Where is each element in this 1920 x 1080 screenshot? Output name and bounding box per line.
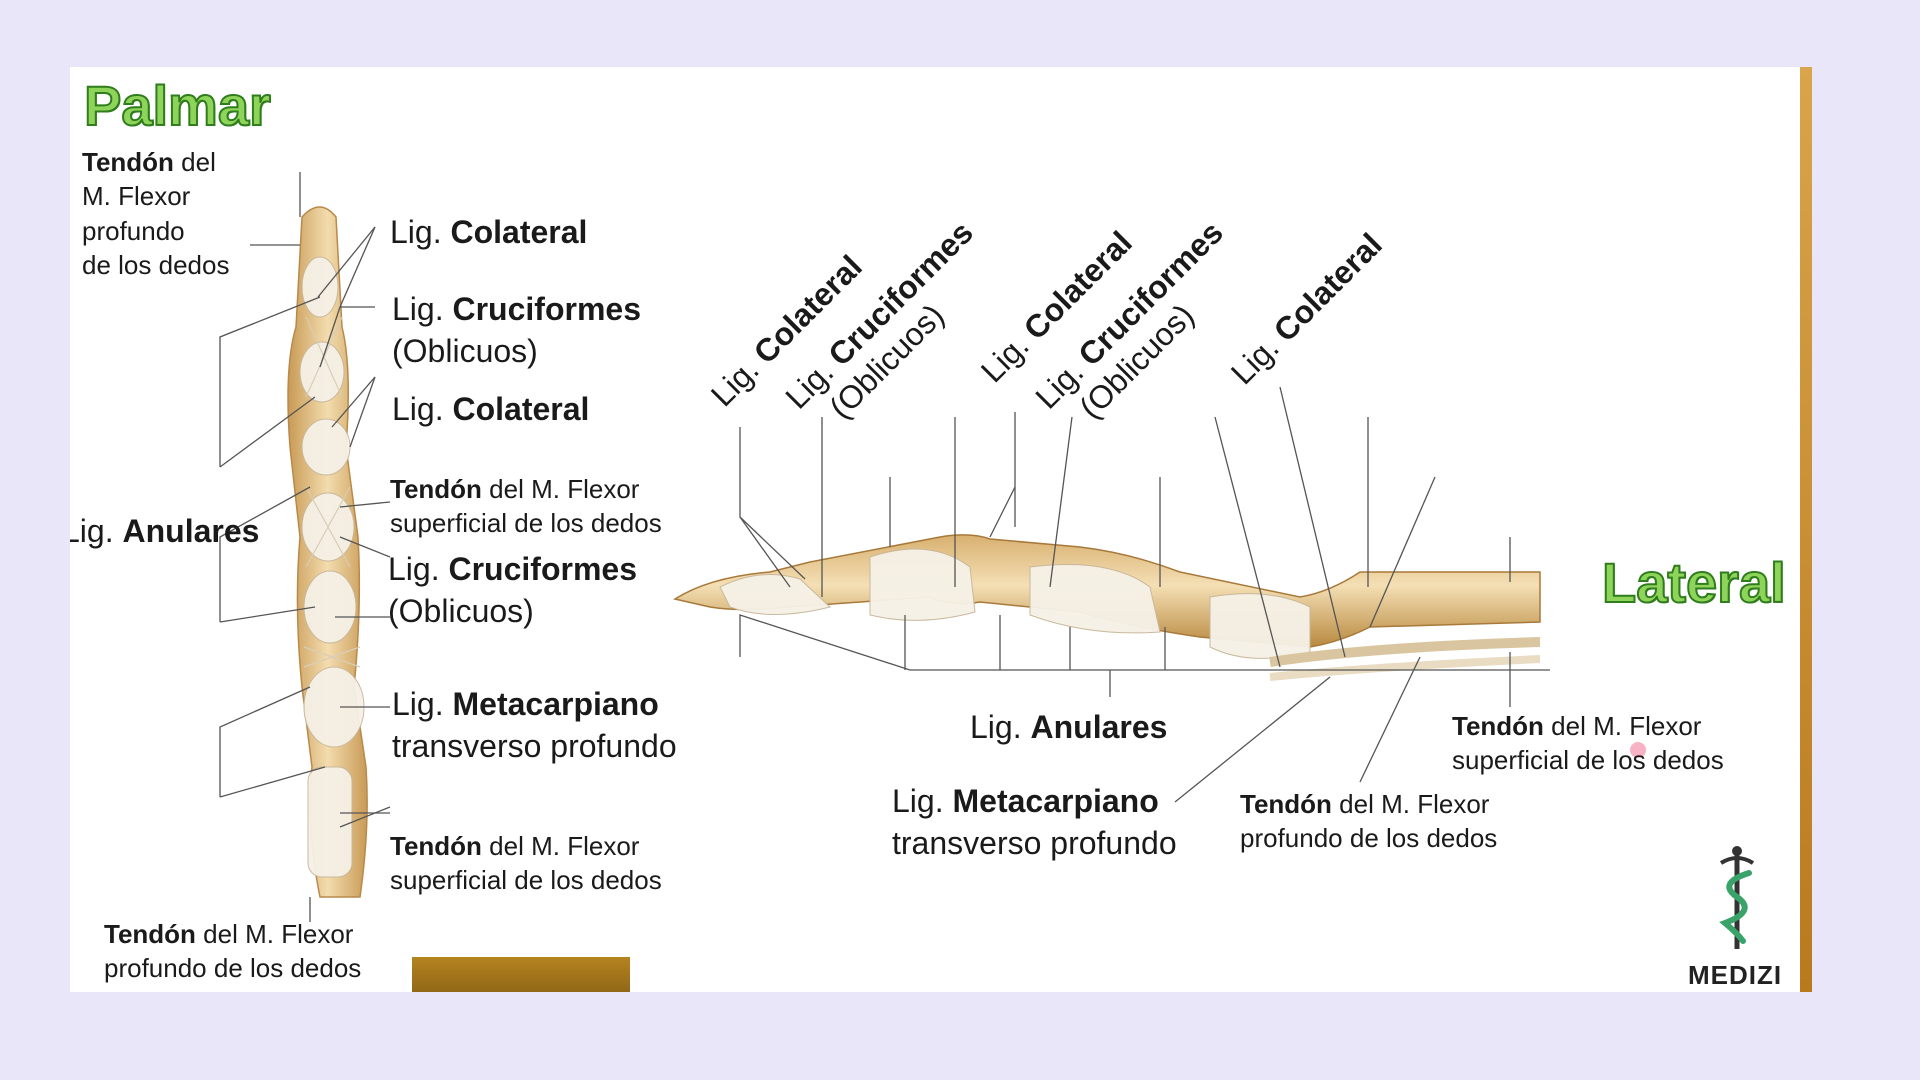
palmar-leader-lines [219,172,391,922]
label-colateral-2: Lig. Colateral [392,391,590,427]
label-tendon-profundo-bottom: Tendón del M. Flexor profundo de los ded… [104,919,362,984]
label-tendon-superficial-2: Tendón del M. Flexor superficial de los … [390,831,662,896]
accent-bar-right [1800,67,1812,992]
label-lateral-tendon-profundo: Tendón del M. Flexor profundo de los ded… [1240,789,1498,854]
label-anulares-palmar: Lig. Anulares [70,513,260,549]
palmar-title: Palmar [83,73,272,138]
palmar-finger [287,206,368,898]
medizi-logo-text: MEDIZI [1688,960,1783,990]
label-tendon-superficial-1: Tendón del M. Flexor superficial de los … [390,474,662,539]
label-lateral-anulares: Lig. Anulares [970,709,1168,745]
label-lateral-tendon-superficial: Tendón del M. Flexor superficial de los … [1452,711,1724,776]
lateral-leader-lines [739,386,1550,803]
label-cruciformes-1: Lig. Cruciformes (Oblicuos) [392,291,641,369]
label-cruciformes-2: Lig. Cruciformes (Oblicuos) [388,551,637,629]
decorative-bar [412,957,630,992]
finger-anatomy-illustration [219,172,1646,922]
lateral-finger [673,534,1541,681]
label-tendon-profundo-top: Tendón del M. Flexor profundo de los ded… [82,147,230,280]
pointer-marker [1630,742,1646,758]
label-lateral-metacarpiano: Lig. Metacarpiano transverso profundo [892,783,1177,861]
caduceus-icon [1719,846,1755,949]
slide-canvas: Palmar Lateral Tendón del M. Flexor prof… [70,67,1812,992]
label-colateral-1: Lig. Colateral [390,214,588,250]
lateral-title: Lateral [1601,550,1787,615]
label-metacarpiano-palmar: Lig. Metacarpiano transverso profundo [392,686,677,764]
